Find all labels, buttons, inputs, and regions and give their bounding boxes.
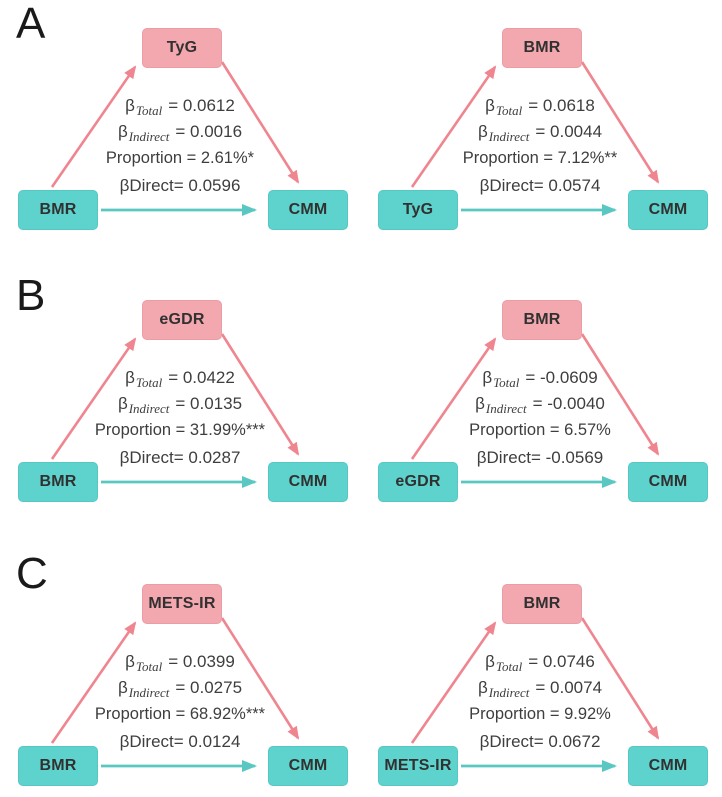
panel-b: B eGDR BMR CMM βTotal= 0.0422 βIndirect=… [0,271,722,519]
mediator-box: METS-IR [142,584,222,624]
beta-indirect-line: βIndirect= 0.0044 [477,122,603,144]
stats-block: βTotal= 0.0618 βIndirect= 0.0044 Proport… [362,93,718,171]
path-a-arrow [410,337,497,460]
beta-direct-line: βDirect= 0.0574 [479,176,601,195]
outcome-box: CMM [628,190,708,230]
mediation-arrows [50,61,300,216]
path-a-arrow [410,65,497,188]
mediation-arrows [50,617,300,772]
path-b-arrow [220,61,300,184]
beta-direct-line: βDirect= 0.0672 [479,732,601,751]
beta-indirect-line: βIndirect= 0.0135 [117,394,243,416]
beta-direct-line: βDirect= -0.0569 [476,448,604,467]
beta-direct-line: βDirect= 0.0287 [119,448,241,467]
proportion-line: Proportion = 2.61%* [105,149,255,167]
diagram-b-left: eGDR BMR CMM βTotal= 0.0422 βIndirect= 0… [2,272,358,519]
exposure-box: BMR [18,462,98,502]
exposure-box: eGDR [378,462,458,502]
outcome-box: CMM [268,190,348,230]
beta-indirect-line: βIndirect= 0.0074 [477,678,603,700]
beta-indirect-line: βIndirect= 0.0275 [117,678,243,700]
outcome-box: CMM [268,462,348,502]
proportion-line: Proportion = 31.99%*** [94,421,266,439]
mediator-box: eGDR [142,300,222,340]
mediator-box: TyG [142,28,222,68]
diagram-c-left: METS-IR BMR CMM βTotal= 0.0399 βIndirect… [2,556,358,797]
mediation-arrows [410,617,660,772]
beta-total-line: βTotal= -0.0609 [482,368,598,390]
path-a-arrow [410,621,497,744]
path-a-arrow [50,65,137,188]
panel-label-a: A [16,0,46,48]
beta-total-line: βTotal= 0.0618 [485,96,595,118]
mediation-arrows [410,61,660,216]
beta-indirect-line: βIndirect= 0.0016 [117,122,243,144]
path-b-arrow [580,617,660,740]
panel-a: A TyG BMR CMM βTotal= 0.0612 βIndirect= … [0,0,722,247]
path-b-arrow [580,61,660,184]
beta-total-line: βTotal= 0.0746 [485,652,595,674]
exposure-box: BMR [18,746,98,786]
beta-total-line: βTotal= 0.0422 [125,368,235,390]
path-b-arrow [220,617,300,740]
mediation-arrows [50,333,300,488]
stats-block: βTotal= -0.0609 βIndirect= -0.0040 Propo… [362,365,718,443]
proportion-line: Proportion = 6.57% [469,421,611,439]
diagram-a-right: BMR TyG CMM βTotal= 0.0618 βIndirect= 0.… [362,0,718,247]
outcome-box: CMM [628,746,708,786]
stats-block: βTotal= 0.0422 βIndirect= 0.0135 Proport… [2,365,358,443]
mediator-box: BMR [502,28,582,68]
beta-indirect-line: βIndirect= -0.0040 [475,394,605,416]
proportion-line: Proportion = 9.92% [469,705,611,723]
diagram-c-right: BMR METS-IR CMM βTotal= 0.0746 βIndirect… [362,556,718,797]
mediation-arrows [410,333,660,488]
diagram-b-right: BMR eGDR CMM βTotal= -0.0609 βIndirect= … [362,272,718,519]
path-a-arrow [50,337,137,460]
beta-total-line: βTotal= 0.0399 [125,652,235,674]
panel-label-c: C [16,549,48,598]
stats-block: βTotal= 0.0612 βIndirect= 0.0016 Proport… [2,93,358,171]
stats-block: βTotal= 0.0746 βIndirect= 0.0074 Proport… [362,649,718,727]
stats-block: βTotal= 0.0399 βIndirect= 0.0275 Proport… [2,649,358,727]
panel-c: C METS-IR BMR CMM βTotal= 0.0399 βIndire… [0,549,722,797]
mediator-box: BMR [502,584,582,624]
exposure-box: TyG [378,190,458,230]
path-b-arrow [580,333,660,456]
beta-total-line: βTotal= 0.0612 [125,96,235,118]
beta-direct-line: βDirect= 0.0596 [119,176,241,195]
path-b-arrow [220,333,300,456]
mediator-box: BMR [502,300,582,340]
diagram-a-left: TyG BMR CMM βTotal= 0.0612 βIndirect= 0.… [2,0,358,247]
proportion-line: Proportion = 68.92%*** [94,705,266,723]
exposure-box: METS-IR [378,746,458,786]
path-a-arrow [50,621,137,744]
proportion-line: Proportion = 7.12%** [462,149,618,167]
beta-direct-line: βDirect= 0.0124 [119,732,241,751]
exposure-box: BMR [18,190,98,230]
panel-label-b: B [16,271,46,320]
outcome-box: CMM [268,746,348,786]
outcome-box: CMM [628,462,708,502]
